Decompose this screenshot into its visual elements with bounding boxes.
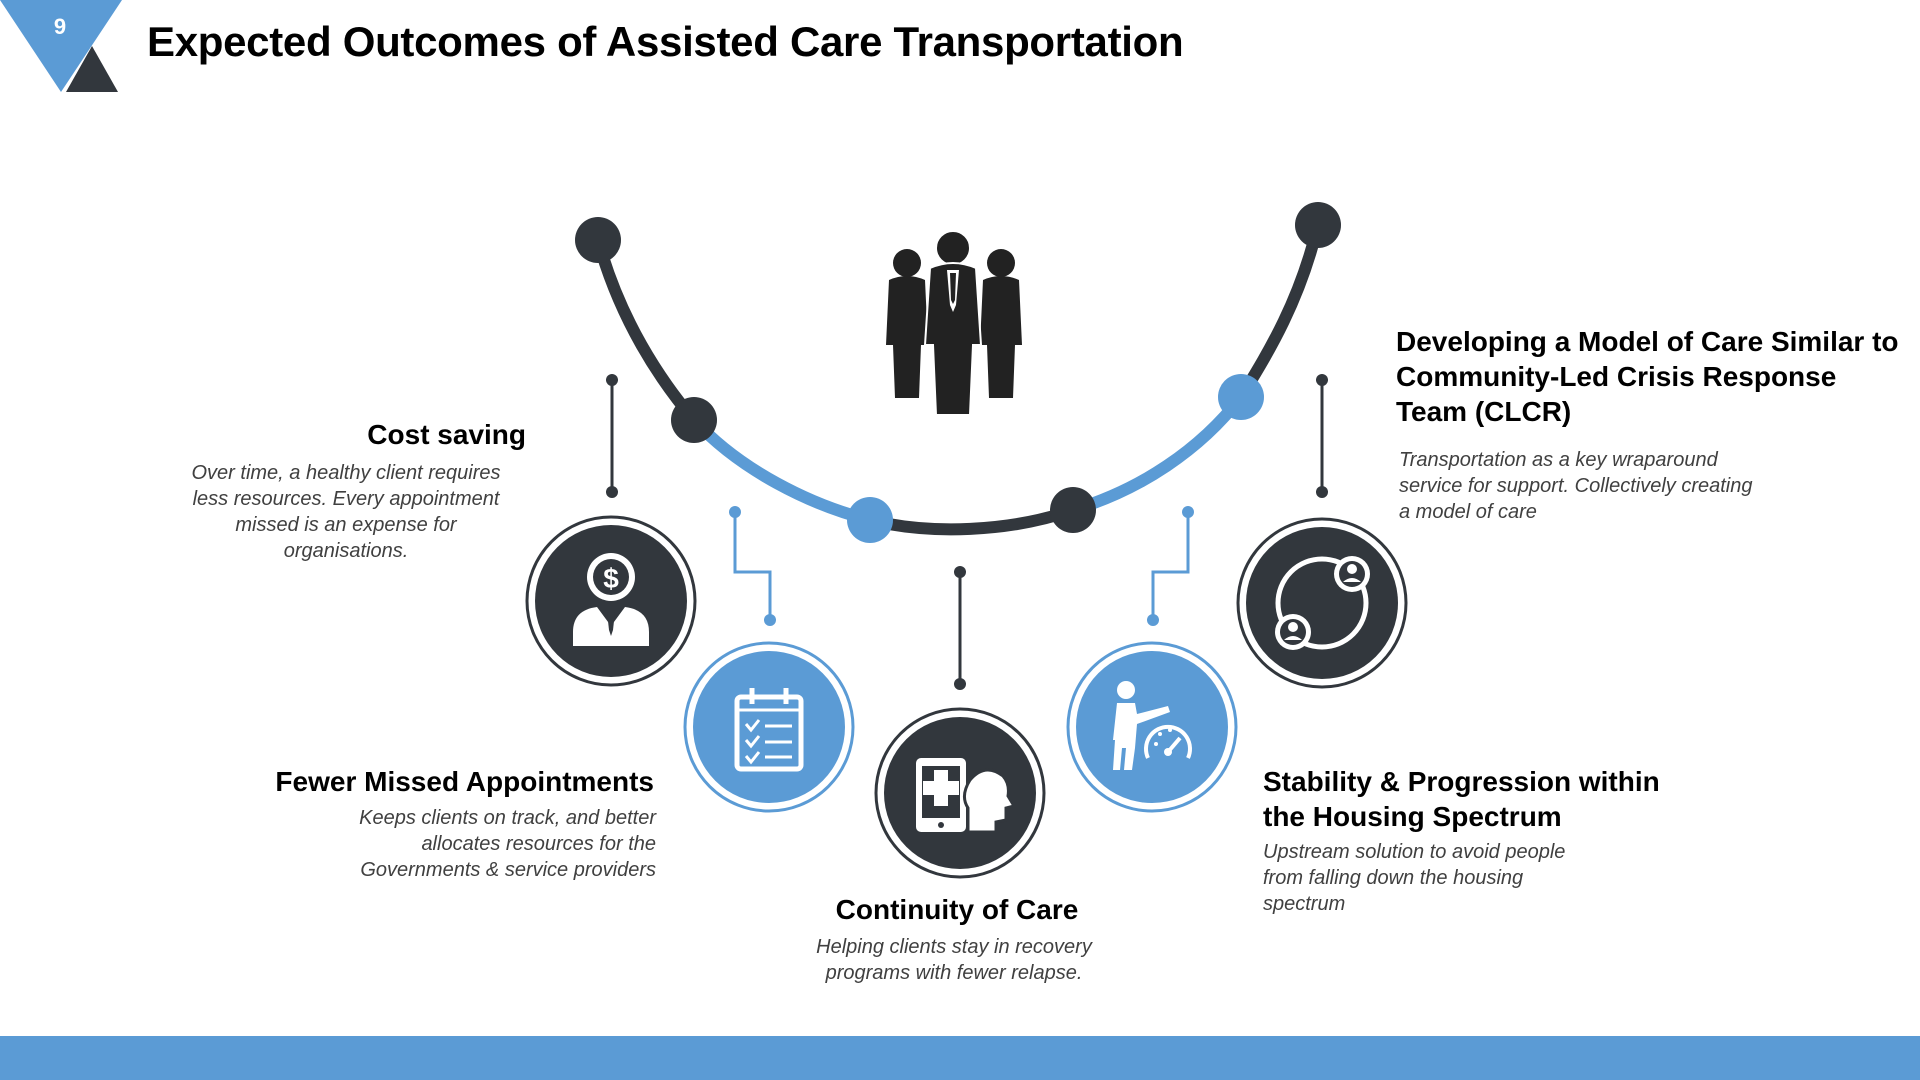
slide-title: Expected Outcomes of Assisted Care Trans…: [147, 18, 1184, 65]
arc-node-3: [1050, 487, 1096, 533]
person-speedometer-icon: [1113, 681, 1192, 770]
arc-node-1: [671, 397, 717, 443]
calendar-checklist-icon: [734, 688, 804, 772]
outcome-desc-cost-saving: Over time, a healthy client requires les…: [191, 462, 501, 562]
arc-blue-left: [689, 415, 872, 526]
icon-circle-missed-appointments: [683, 641, 855, 813]
arc-bottom-segment: [868, 504, 1075, 536]
dollar-head-person-icon: $: [573, 553, 649, 646]
connector-stability: [1147, 506, 1194, 626]
arc-right-segment: [1235, 219, 1324, 403]
outcome-desc-continuity: Helping clients stay in recovery program…: [816, 936, 1092, 984]
footer-bar: [0, 1036, 1920, 1080]
arc-node-top-right: [1295, 202, 1341, 248]
outcome-heading-cost-saving: Cost saving: [367, 419, 526, 450]
outcome-heading-clcr: Developing a Model of Care Similar to Co…: [1396, 326, 1899, 427]
arc-node-top-left: [575, 217, 621, 263]
icon-circle-continuity: [874, 707, 1046, 879]
icon-circle-stability: [1066, 641, 1238, 813]
slide-number-badge: [0, 0, 122, 92]
outcome-desc-clcr: Transportation as a key wraparound servi…: [1399, 449, 1753, 523]
outcome-heading-missed-appointments: Fewer Missed Appointments: [275, 766, 654, 797]
badge-blue-triangle: [0, 0, 122, 92]
group-of-three-people-icon: [886, 230, 1022, 416]
outcome-heading-stability: Stability & Progression within the Housi…: [1263, 766, 1660, 832]
arc-blue-right: [1071, 393, 1246, 516]
medical-tablet-person-icon: [916, 758, 1017, 834]
icon-circle-cost-saving: $: [525, 515, 697, 687]
connector-cost-saving: [606, 374, 618, 498]
icon-circle-clcr: [1236, 517, 1408, 689]
connector-continuity: [954, 566, 966, 690]
arc-node-2: [847, 497, 893, 543]
svg-text:$: $: [603, 563, 619, 594]
connector-clcr: [1316, 374, 1328, 498]
outcome-heading-continuity: Continuity of Care: [835, 894, 1079, 925]
connected-people-cycle-icon: [1275, 556, 1370, 650]
outcome-desc-stability: Upstream solution to avoid people from f…: [1263, 841, 1566, 915]
connector-missed-appointments: [729, 506, 776, 626]
slide-number: 9: [53, 14, 67, 39]
arc-node-4: [1218, 374, 1264, 420]
outcome-desc-missed-appointments: Keeps clients on track, and better alloc…: [359, 807, 656, 881]
badge-dark-triangle: [66, 46, 118, 92]
